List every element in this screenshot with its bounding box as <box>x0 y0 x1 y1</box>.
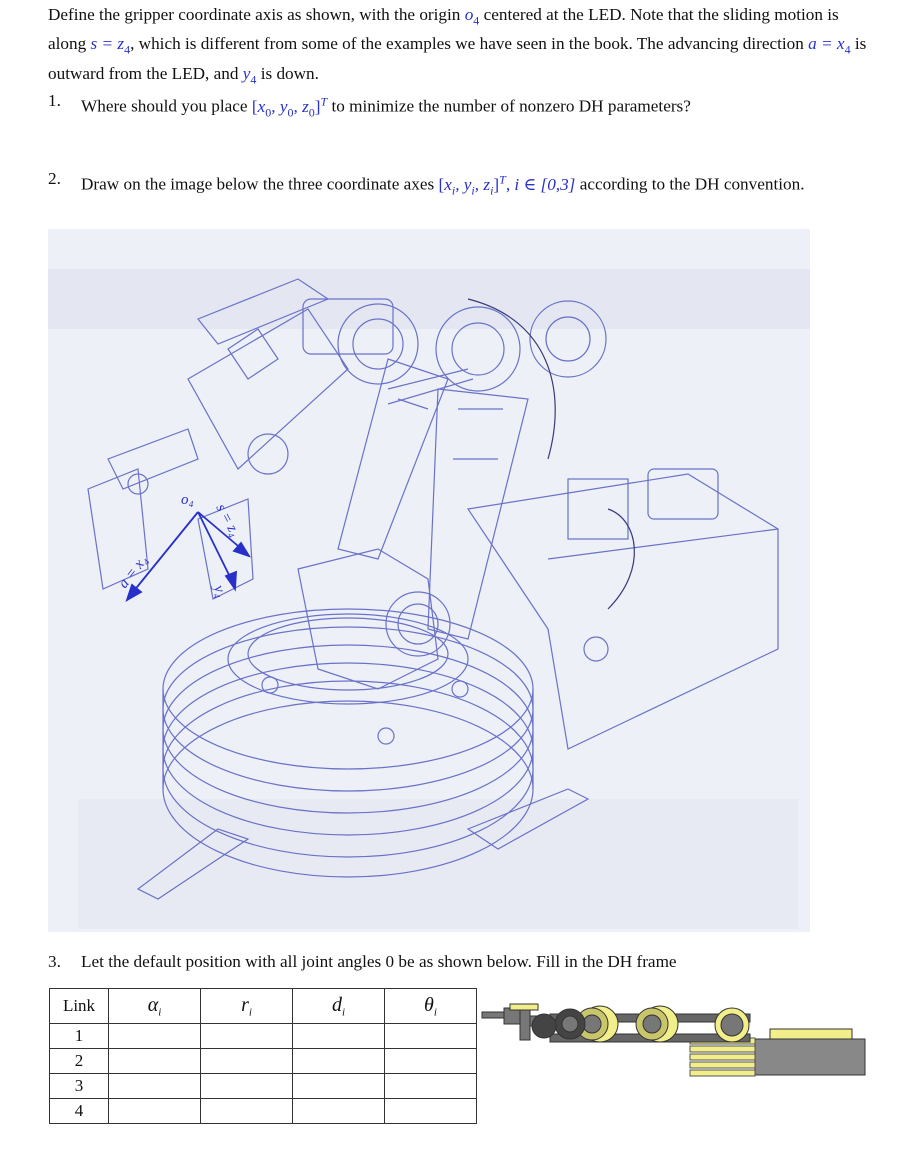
r-cell[interactable] <box>200 1023 293 1049</box>
robot-arm-svg: o₄ s = z₄ a = x₄ y₄ <box>48 269 810 929</box>
intro-text-2: centered at the LED. Note that the slidi… <box>48 5 839 54</box>
intro-text-1: Define the gripper coordinate axis as sh… <box>48 5 465 24</box>
alpha-cell[interactable] <box>108 1023 201 1049</box>
table-row: 4 <box>49 1098 477 1124</box>
alpha-cell[interactable] <box>108 1073 201 1099</box>
r-cell[interactable] <box>200 1073 293 1099</box>
link-number: 4 <box>49 1098 109 1124</box>
table-row: 3 <box>49 1073 477 1099</box>
xi-vector: [[xxi, yi, zi]T, i ∈ [0,3] <box>438 172 576 198</box>
r-cell[interactable] <box>200 1048 293 1074</box>
default-pose-arm-figure <box>481 1003 866 1077</box>
robot-arm-drawing[interactable]: o₄ s = z₄ a = x₄ y₄ <box>48 229 810 932</box>
link-number: 2 <box>49 1048 109 1074</box>
link-number: 3 <box>49 1073 109 1099</box>
x0-vector: [[xx0, y0, z0]T <box>251 94 328 120</box>
dh-parameter-table: Link αi ri di θi 1 2 <box>49 988 477 1124</box>
dh-header-alpha: αi <box>108 988 201 1024</box>
alpha-cell[interactable] <box>108 1048 201 1074</box>
d-cell[interactable] <box>292 1073 385 1099</box>
y4-symbol: y4 <box>242 63 257 87</box>
table-row: 2 <box>49 1048 477 1074</box>
frame-4-labels: o₄ s = z₄ a = x₄ y₄ <box>116 492 243 600</box>
theta-cell[interactable] <box>384 1048 477 1074</box>
intro-text-3: , which is different from some of the ex… <box>130 34 809 54</box>
robot-arm-lineart <box>48 269 810 929</box>
link-number: 1 <box>49 1023 109 1049</box>
theta-cell[interactable] <box>384 1023 477 1049</box>
alpha-cell[interactable] <box>108 1098 201 1124</box>
r-cell[interactable] <box>200 1098 293 1124</box>
question-3-number: 3. <box>48 952 61 971</box>
question-2-number: 2. <box>48 169 61 188</box>
theta-cell[interactable] <box>384 1098 477 1124</box>
d-cell[interactable] <box>292 1048 385 1074</box>
o4-symbol: o4 <box>464 5 480 28</box>
frame-4-axes <box>125 511 252 602</box>
d-cell[interactable] <box>292 1098 385 1124</box>
a-x4-symbol: a = x4 <box>808 34 851 57</box>
y4-label: y₄ <box>210 581 230 599</box>
question-1-text: Where should you place [[xx0, y0, z0]T t… <box>81 94 691 120</box>
dh-header-d: di <box>292 988 385 1024</box>
intro-text-5: is down. <box>256 63 319 83</box>
question-2-text: Draw on the image below the three coordi… <box>81 172 805 198</box>
s-z4-label: s = z₄ <box>212 501 242 539</box>
o4-label: o₄ <box>181 492 194 508</box>
dh-table-header-row: Link αi ri di θi <box>49 988 477 1024</box>
question-1-number: 1. <box>48 91 61 110</box>
table-row: 1 <box>49 1023 477 1049</box>
dh-header-link: Link <box>49 988 109 1024</box>
theta-cell[interactable] <box>384 1073 477 1099</box>
question-3-text: Let the default position with all joint … <box>81 952 677 971</box>
s-z4-symbol: s = z4 <box>90 34 131 57</box>
dh-header-r: ri <box>200 988 293 1024</box>
d-cell[interactable] <box>292 1023 385 1049</box>
dh-header-theta: θi <box>384 988 477 1024</box>
intro-paragraph: Define the gripper coordinate axis as sh… <box>48 3 868 91</box>
intro-text-4: is outward from the LED, and <box>48 34 867 83</box>
